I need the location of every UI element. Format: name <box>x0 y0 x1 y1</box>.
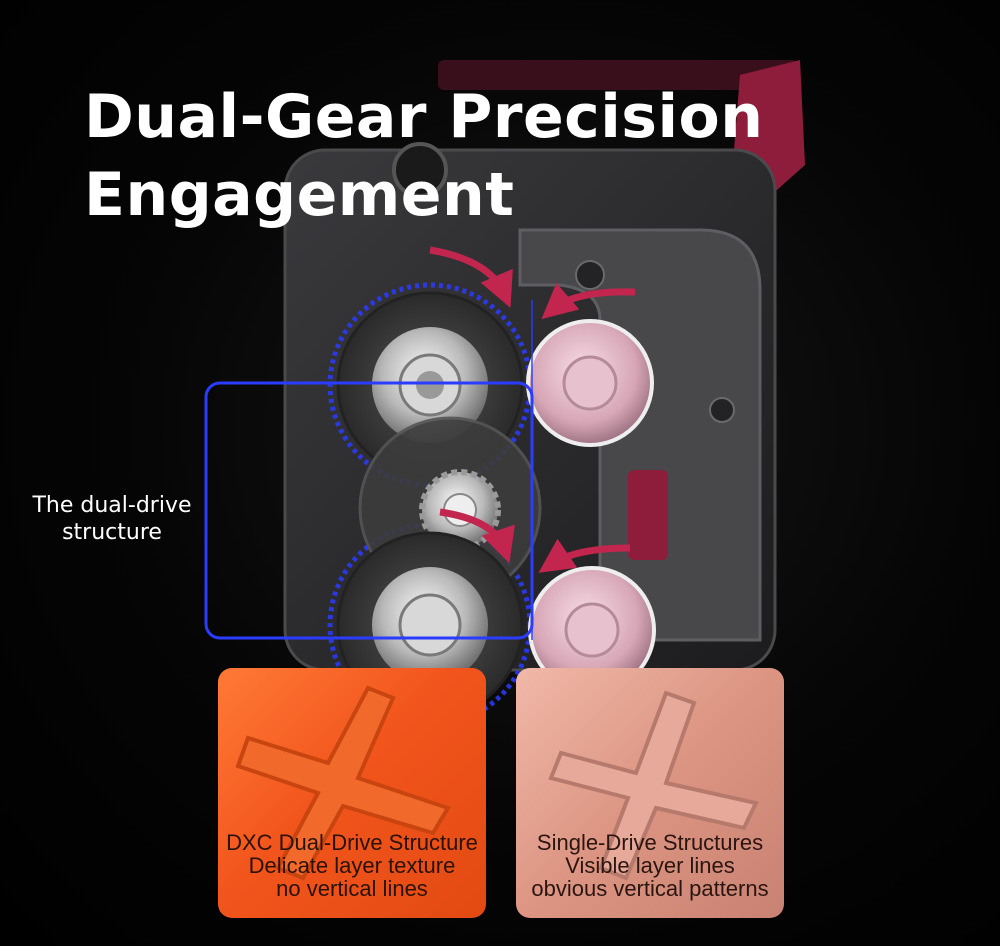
dxc-caption-line-1: DXC Dual-Drive Structure <box>226 830 478 855</box>
single-caption-line-1: Single-Drive Structures <box>536 830 764 855</box>
arrow-bottom-right <box>538 538 631 573</box>
top-lever <box>438 60 798 90</box>
dxc-caption-line-2: Delicate layer texture <box>248 853 456 878</box>
x-print-icon <box>548 690 759 881</box>
callout-line-1: The dual-drive <box>32 493 192 518</box>
arrow-top-right <box>541 283 636 320</box>
x-print-icon <box>235 685 451 881</box>
dxc-print-sample: DXC Dual-Drive Structure Delicate layer … <box>218 668 486 918</box>
side-bolt <box>709 397 735 423</box>
title-line-2: Engagement <box>84 160 515 230</box>
single-caption-line-3: obvious vertical patterns <box>531 876 769 901</box>
dxc-caption-line-3: no vertical lines <box>276 876 428 901</box>
single-caption: Single-Drive Structures Visible layer li… <box>516 831 784 900</box>
dxc-caption: DXC Dual-Drive Structure Delicate layer … <box>218 831 486 900</box>
title-line-1: Dual-Gear Precision <box>84 82 764 152</box>
page-title: Dual-Gear Precision Engagement <box>84 78 764 234</box>
single-drive-print-sample: Single-Drive Structures Visible layer li… <box>516 668 784 918</box>
arm-bolt <box>575 260 605 290</box>
callout-line-2: structure <box>62 520 162 545</box>
arrow-top-left <box>429 246 513 308</box>
arrow-bottom-left <box>439 508 515 564</box>
dual-drive-label: The dual-drive structure <box>12 492 212 546</box>
red-clip <box>628 470 668 560</box>
screw <box>392 142 448 198</box>
single-caption-line-2: Visible layer lines <box>565 853 735 878</box>
